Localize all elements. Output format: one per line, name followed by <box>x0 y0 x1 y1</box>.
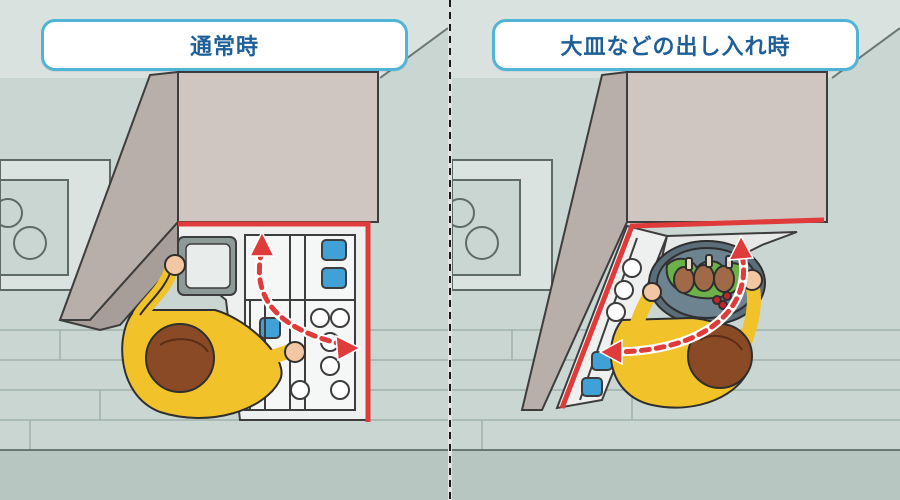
person <box>609 269 763 409</box>
panel-title-large-dish: 大皿などの出し入れ時 <box>492 19 859 71</box>
countertop <box>0 450 448 500</box>
wall-cabinet <box>58 70 379 332</box>
panel-title-normal: 通常時 <box>41 19 408 71</box>
panel-large-dish: 大皿などの出し入れ時 <box>452 0 900 500</box>
dashed-divider <box>449 0 451 500</box>
person <box>121 254 306 419</box>
large-dish-scene <box>452 0 900 500</box>
panel-title-text: 通常時 <box>189 35 259 60</box>
curved-double-arrow-icon <box>598 234 755 366</box>
tray <box>177 236 237 296</box>
panel-normal: 通常時 <box>0 0 448 500</box>
wall-appliance <box>452 159 553 291</box>
curved-double-arrow-icon <box>248 230 362 362</box>
cabinet-highlight-frame <box>178 221 371 422</box>
panel-title-text: 大皿などの出し入れ時 <box>560 35 791 60</box>
wall-cabinet <box>520 70 828 411</box>
countertop <box>452 450 900 500</box>
cabinet-highlight-frame <box>559 217 825 409</box>
normal-scene <box>0 0 448 500</box>
